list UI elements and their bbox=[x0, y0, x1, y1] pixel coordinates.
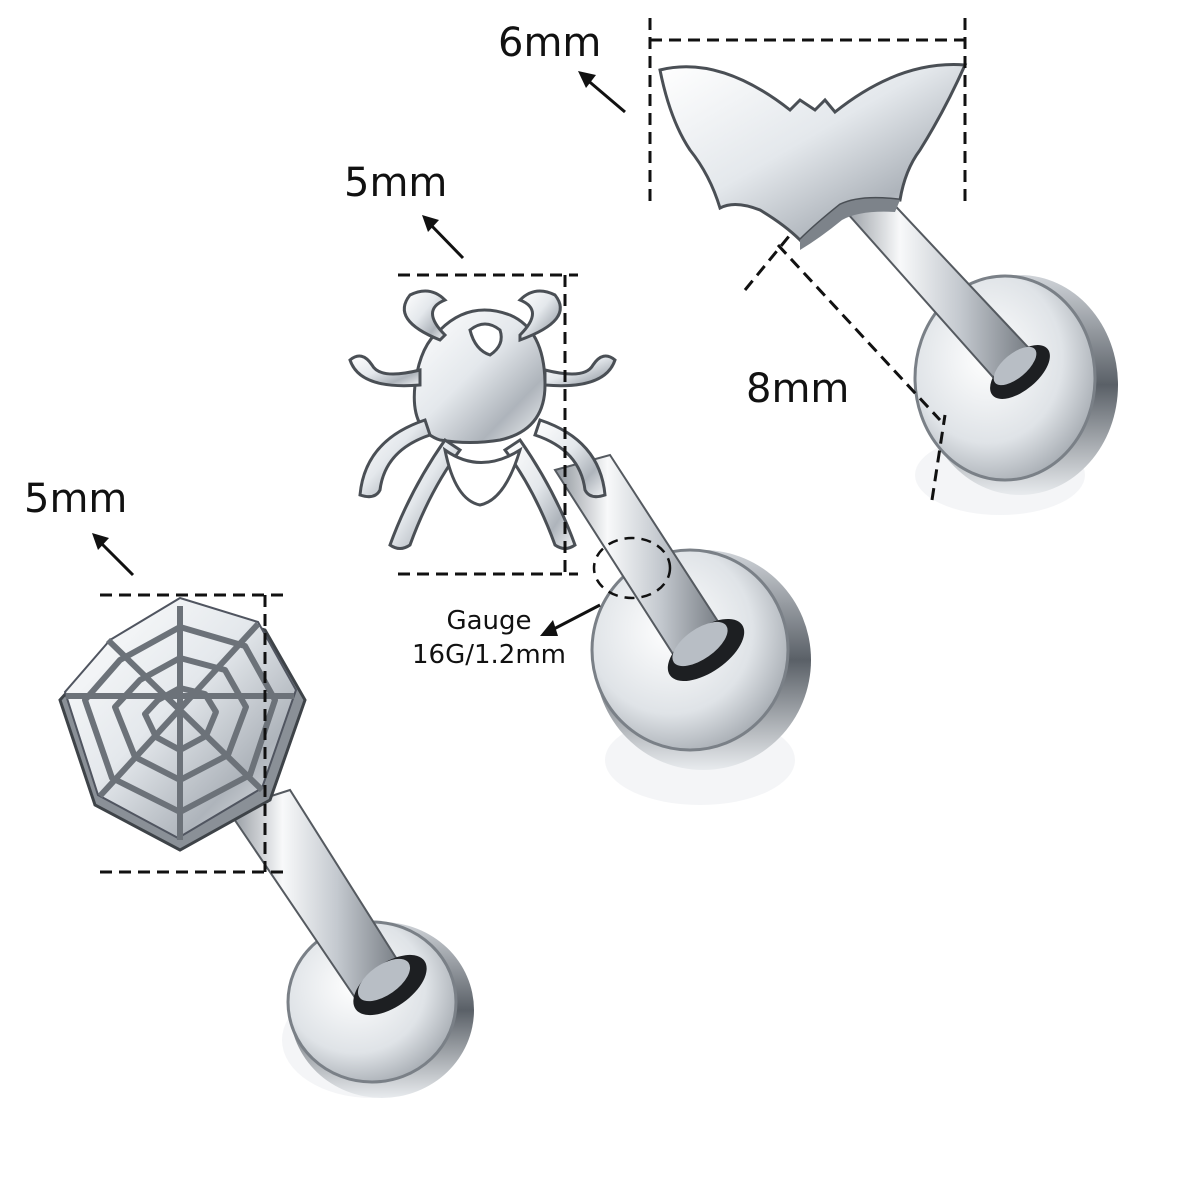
gauge-marker bbox=[592, 536, 672, 600]
gauge-arrow bbox=[547, 603, 601, 634]
spider-web-barbell bbox=[226, 788, 427, 1016]
spider-head bbox=[348, 289, 617, 550]
spider-stud bbox=[348, 289, 811, 805]
gauge-title: Gauge bbox=[446, 606, 532, 636]
bat-stud bbox=[658, 63, 1118, 515]
bat-size-label: 6mm bbox=[498, 20, 602, 66]
spider-web-stud bbox=[58, 596, 474, 1098]
spider-web-head bbox=[58, 596, 307, 852]
bat-bar-length-label: 8mm bbox=[746, 366, 850, 412]
spider-web-size-label: 5mm bbox=[24, 476, 128, 522]
dimension-lines bbox=[100, 18, 967, 874]
spider-size-label: 5mm bbox=[344, 160, 448, 206]
label-arrows bbox=[92, 71, 626, 577]
bat-head bbox=[658, 63, 968, 250]
gauge-value: 16G/1.2mm bbox=[412, 640, 566, 670]
gauge-label-block: Gauge 16G/1.2mm bbox=[404, 604, 574, 672]
spider-flat-back bbox=[590, 548, 811, 805]
bat-barbell bbox=[838, 193, 1050, 399]
